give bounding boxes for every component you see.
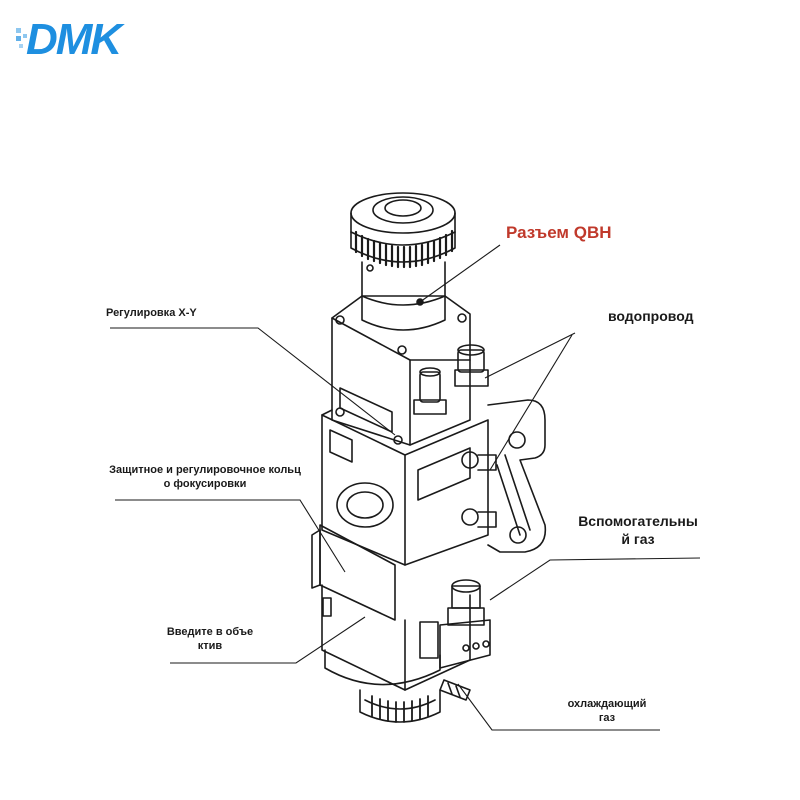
label-water: водопровод (608, 308, 694, 324)
label-focus-line2: о фокусировки (163, 478, 247, 491)
lower-body (321, 579, 491, 701)
label-cool-line2: газ (598, 712, 616, 725)
label-focus: Защитное и регулировочное кольц о фокуси… (100, 463, 310, 492)
label-aux-line1: Вспомогательны (578, 513, 698, 529)
dmk-logo: DMK (16, 15, 127, 62)
qbh-connector (350, 192, 456, 331)
xy-adjust-block (331, 295, 489, 446)
label-aux-gas: Вспомогательны й газ (570, 512, 706, 548)
leader-cool (457, 683, 660, 731)
focus-window (311, 524, 396, 621)
label-cool-line1: охлаждающий (567, 698, 647, 710)
leader-water-1 (484, 332, 576, 379)
label-qbh: Разъем QBH (506, 223, 612, 242)
leader-water-2 (489, 334, 573, 471)
leader-aux (489, 557, 701, 601)
label-aux-line2: й газ (621, 531, 655, 548)
label-lens-line1: Введите в объе (166, 626, 254, 638)
leader-focus (115, 499, 346, 573)
nozzle (324, 649, 441, 723)
middle-body (321, 399, 547, 566)
label-focus-line1: Защитное и регулировочное кольц (109, 464, 301, 476)
label-xy: Регулировка X-Y (106, 307, 197, 319)
leader-qbh (419, 244, 501, 303)
leader-lens (170, 616, 366, 664)
label-cooling-gas: охлаждающий газ (552, 697, 662, 726)
logo-text: DMK (26, 15, 125, 62)
label-lens-line2: ктив (197, 640, 223, 653)
label-lens: Введите в объе ктив (160, 625, 260, 654)
leader-xy (110, 327, 396, 436)
